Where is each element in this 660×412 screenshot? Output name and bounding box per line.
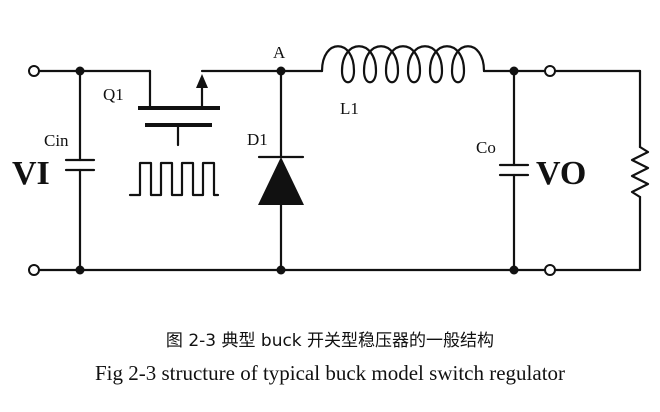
label-vi: VI	[12, 155, 50, 192]
buck-circuit-diagram: A Q1 L1 Cin D1 Co VI VO	[12, 43, 650, 276]
mosfet-q1	[138, 69, 283, 147]
load-resistor	[630, 69, 650, 272]
caption-chinese: 图 2-3 典型 buck 开关型稳压器的一般结构	[165, 331, 495, 351]
label-cin: Cin	[44, 131, 69, 150]
label-vo: VO	[536, 155, 586, 192]
caption-english: Fig 2-3 structure of typical buck model …	[94, 361, 566, 385]
output-terminal-top	[544, 65, 556, 77]
capacitor-co	[498, 69, 530, 272]
input-terminal-bottom	[28, 264, 40, 276]
output-terminal-bottom	[544, 264, 556, 276]
input-terminal-top	[28, 65, 40, 77]
inductor-l1	[320, 45, 642, 84]
top-wire-input	[36, 69, 152, 110]
label-d1: D1	[247, 130, 268, 149]
capacitor-cin	[64, 69, 96, 272]
label-co: Co	[476, 138, 496, 157]
label-l1: L1	[340, 99, 359, 118]
label-q1: Q1	[103, 85, 124, 104]
diode-d1	[257, 69, 305, 272]
label-node-a: A	[273, 43, 286, 62]
junction-dots	[75, 66, 519, 275]
gate-pulse-waveform	[128, 161, 220, 197]
